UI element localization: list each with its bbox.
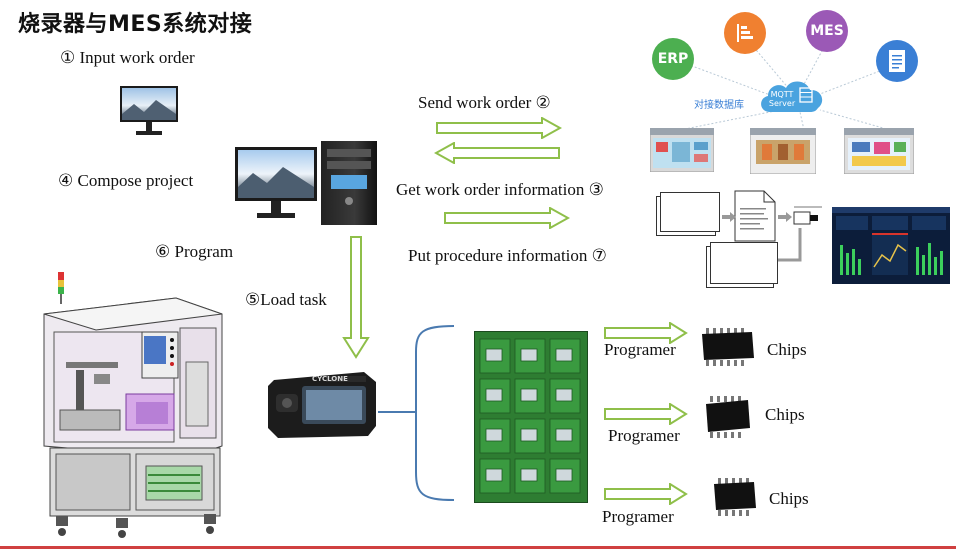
file-node [876, 40, 918, 82]
return-arrow [434, 142, 560, 164]
programmer-label-1: Programer [604, 340, 676, 359]
load-task-arrow [342, 236, 370, 359]
doc-card-4 [710, 242, 778, 284]
pcb-socket [555, 388, 573, 402]
step-compose-project: ④ Compose project [58, 171, 194, 190]
screenshot-thumbnail-3 [844, 128, 914, 174]
chip-icon-2 [706, 396, 750, 438]
pcb-socket [485, 388, 503, 402]
desktop-computer-icon [235, 141, 377, 225]
dashboard-screenshot [832, 207, 950, 284]
cloud-label-line2: Server [768, 99, 796, 108]
cloud-icon [761, 81, 823, 112]
pcb-socket [520, 348, 538, 362]
pcb-sub-board [549, 378, 581, 414]
step-load-task: ⑤Load task [245, 290, 327, 309]
list-icon [737, 24, 753, 42]
page-title: 烧录器与MES系统对接 [18, 12, 253, 37]
programmer-label-2: Programer [608, 426, 680, 445]
step-input-work-order: ① Input work order [60, 48, 195, 67]
chip-icon-1 [702, 328, 754, 366]
handheld-programmer [268, 372, 376, 438]
programmer-arrow-2 [604, 403, 688, 425]
pcb-socket [555, 348, 573, 362]
screenshot-thumbnail-1 [650, 128, 714, 172]
programmer-label-3: Programer [602, 507, 674, 526]
pcb-sub-board [479, 378, 511, 414]
pcb-socket [485, 468, 503, 482]
chips-label-1: Chips [767, 340, 807, 359]
pcb-sub-board [479, 458, 511, 494]
mes-node: MES [806, 10, 848, 52]
footer-rule [0, 546, 956, 549]
pcb-socket [520, 468, 538, 482]
process-flow-diagram [652, 190, 824, 292]
cloud-label: MQTT Server [764, 90, 800, 108]
step-send-work-order: Send work order ② [418, 93, 551, 112]
small-arrow-icon [722, 212, 736, 222]
small-arrow-icon-2 [778, 212, 792, 222]
device-brand-label: CYCLONE [312, 375, 348, 383]
cloud-label-line1: MQTT [770, 90, 794, 99]
erp-node: ERP [652, 38, 694, 80]
doc-page-icon [734, 190, 776, 242]
doc-card-2 [660, 192, 720, 232]
pcb-socket [520, 428, 538, 442]
chips-label-2: Chips [765, 405, 805, 424]
step-put-procedure-info: Put procedure information ⑦ [408, 246, 607, 265]
chips-label-3: Chips [769, 489, 809, 508]
pcb-socket [485, 428, 503, 442]
send-work-order-arrow [436, 117, 562, 139]
automated-programming-machine [43, 272, 223, 538]
mes-ecosystem: ERP MES MQTT Server 对接数据库 [640, 2, 956, 182]
distribution-bracket [378, 325, 455, 501]
pcb-panel-image [474, 331, 588, 503]
pcb-socket [485, 348, 503, 362]
pcb-socket [555, 468, 573, 482]
monitor-icon [120, 86, 178, 135]
programmer-arrow-3 [604, 483, 688, 505]
chip-icon-3 [714, 478, 756, 516]
document-icon [889, 50, 905, 72]
cloud-caption: 对接数据库 [694, 100, 744, 111]
step-get-work-order-info: Get work order information ③ [396, 180, 604, 199]
device-icon [793, 206, 822, 225]
pcb-socket [520, 388, 538, 402]
get-info-arrow [444, 207, 570, 229]
programmer-arrow-1 [604, 322, 688, 344]
step-program: ⑥ Program [155, 242, 234, 261]
pcb-socket [555, 428, 573, 442]
docs-node [724, 12, 766, 54]
screenshot-thumbnail-2 [750, 128, 816, 174]
